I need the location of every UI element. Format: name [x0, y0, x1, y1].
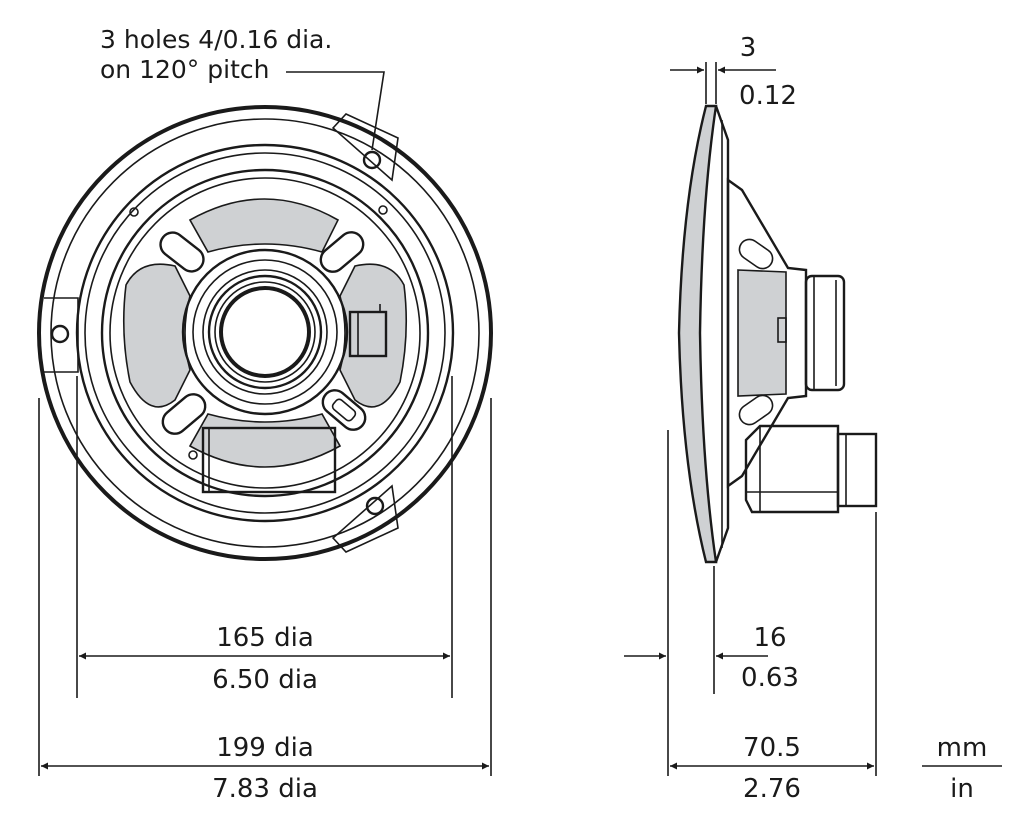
holes-note-line1: 3 holes 4/0.16 dia. — [100, 25, 332, 54]
basket-window-bottom — [188, 413, 342, 468]
terminal-clip — [348, 310, 388, 358]
outer-dia-in: 7.83 dia — [212, 774, 318, 804]
basket-window-left — [122, 263, 191, 408]
basket-frame-inner — [109, 177, 421, 489]
slot — [321, 389, 367, 431]
side-slot — [738, 394, 774, 426]
basket-profile — [726, 177, 808, 489]
dust-cap-outer — [207, 274, 323, 390]
voice-coil-ring — [202, 269, 328, 395]
flange-thickness-dimension: 3 0.12 — [670, 33, 797, 111]
mount-tab-top — [331, 113, 399, 182]
inner-dia-mm: 165 dia — [216, 623, 314, 653]
slot — [319, 231, 365, 273]
mount-hole-top — [362, 150, 382, 170]
terminal-block — [201, 426, 337, 494]
screw — [378, 205, 388, 215]
flange-in: 0.12 — [739, 81, 797, 111]
mount-depth-in: 0.63 — [741, 663, 799, 693]
screw — [188, 450, 198, 460]
mounting-ring — [75, 143, 455, 523]
outer-rim — [37, 105, 493, 561]
mount-depth-dimension: 16 0.63 — [624, 430, 799, 776]
total-depth-dimension: 70.5 2.76 — [670, 512, 877, 804]
rim-inner-edge — [50, 118, 480, 548]
slot — [161, 393, 207, 435]
units-legend: mm in — [922, 733, 1002, 804]
basket-frame — [100, 168, 430, 498]
basket-window-right — [339, 263, 408, 408]
side-clip — [777, 317, 787, 343]
slot — [159, 231, 205, 273]
basket-window-side — [737, 269, 787, 397]
outer-diameter-dimension: 199 dia 7.83 dia — [38, 398, 492, 804]
basket-window-top — [188, 198, 340, 253]
unit-mm: mm — [937, 733, 988, 763]
side-slot — [738, 238, 774, 270]
flange-mm: 3 — [740, 33, 757, 63]
mount-hole-left — [50, 324, 70, 344]
outer-dia-mm: 199 dia — [216, 733, 314, 763]
dust-cap-rim — [214, 281, 316, 383]
inner-diameter-dimension: 165 dia 6.50 dia — [76, 376, 453, 698]
flange-profile — [677, 104, 718, 564]
side-terminal-plug — [836, 432, 878, 508]
inner-dia-in: 6.50 dia — [212, 665, 318, 695]
hole-callout-leader — [286, 71, 385, 151]
cone-surround — [181, 248, 349, 416]
cone-edge — [192, 259, 338, 405]
slot-inner — [331, 398, 357, 422]
mount-tab-left — [44, 297, 79, 373]
magnet — [804, 274, 846, 392]
front-view — [37, 105, 493, 561]
holes-note-line2: on 120° pitch — [100, 55, 269, 84]
unit-in: in — [950, 774, 974, 804]
mount-tab-bottom — [331, 484, 399, 553]
screw — [129, 207, 139, 217]
mount-depth-mm: 16 — [753, 623, 786, 653]
mount-hole-bottom — [365, 496, 385, 516]
dust-cap — [219, 286, 311, 378]
side-view — [677, 104, 878, 564]
total-depth-in: 2.76 — [743, 774, 801, 804]
total-depth-mm: 70.5 — [743, 733, 801, 763]
basket-ring — [84, 152, 446, 514]
